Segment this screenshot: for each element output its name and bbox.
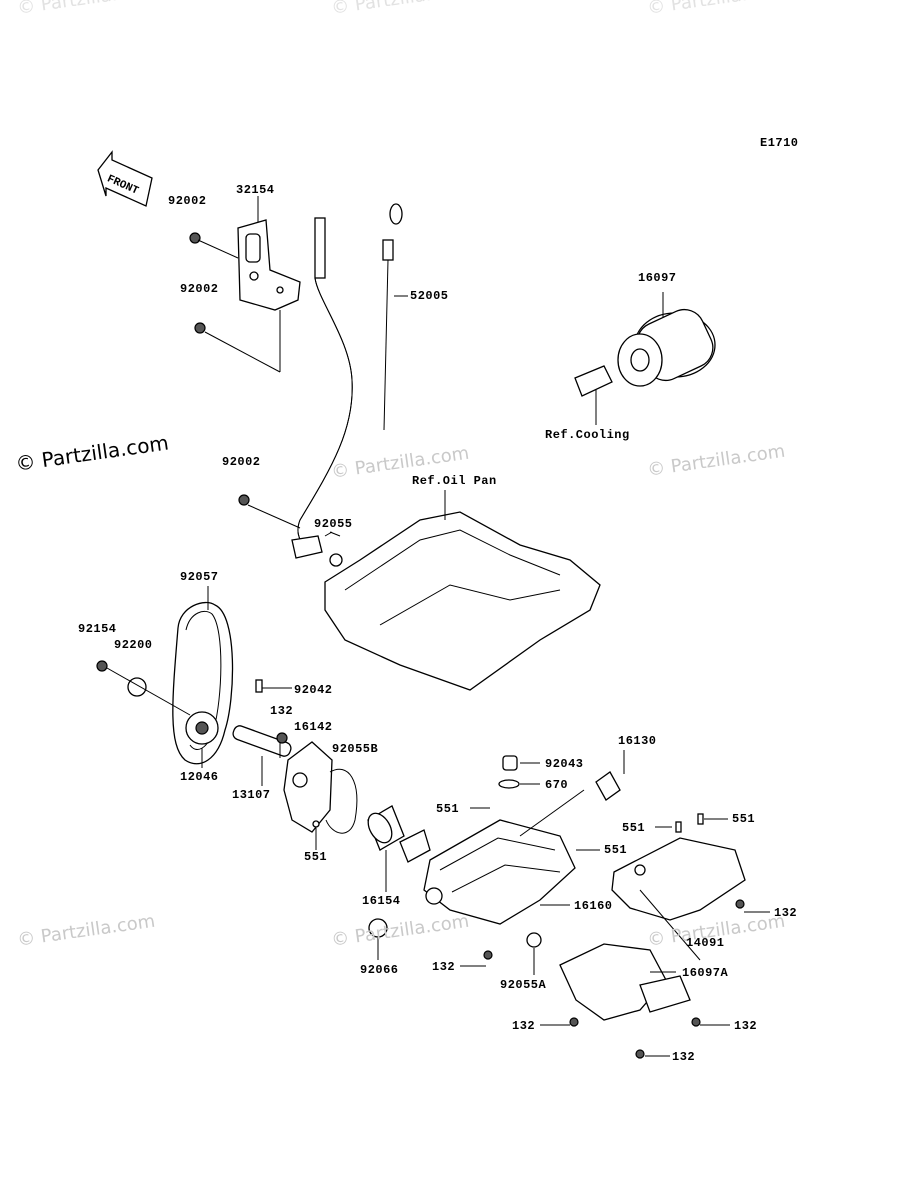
- ref-cooling-label: Ref.Cooling: [545, 428, 630, 442]
- part-label[interactable]: 14091: [686, 936, 725, 950]
- part-label[interactable]: 132: [774, 906, 798, 920]
- oil-pan-outline: [324, 490, 601, 691]
- part-label[interactable]: 132: [672, 1050, 696, 1064]
- oil-pump-assembly: [232, 679, 431, 938]
- ref-oil-pan-label: Ref.Oil Pan: [412, 474, 497, 488]
- part-label[interactable]: 52005: [410, 289, 449, 303]
- front-arrow-icon: FRONT: [97, 150, 153, 207]
- housing-16097a: [559, 943, 701, 1059]
- diagram-code: E1710: [760, 136, 799, 150]
- part-label[interactable]: 92055A: [500, 978, 547, 992]
- bolt-92002-icons: [189, 232, 301, 529]
- part-label[interactable]: 92154: [78, 622, 117, 636]
- part-label[interactable]: 551: [436, 802, 460, 816]
- part-label[interactable]: 92002: [180, 282, 219, 296]
- part-label[interactable]: 92002: [168, 194, 207, 208]
- dipstick-52005: [382, 203, 408, 431]
- part-label[interactable]: 92002: [222, 455, 261, 469]
- part-label[interactable]: 132: [512, 1019, 536, 1033]
- dipstick-tube: [291, 217, 353, 559]
- part-label[interactable]: 92057: [180, 570, 219, 584]
- part-label[interactable]: 12046: [180, 770, 219, 784]
- part-label[interactable]: 551: [622, 821, 646, 835]
- pump-body-16160: [423, 755, 621, 960]
- part-label[interactable]: 13107: [232, 788, 271, 802]
- part-label[interactable]: 92042: [294, 683, 333, 697]
- part-label[interactable]: 132: [734, 1019, 758, 1033]
- part-label[interactable]: 16154: [362, 894, 401, 908]
- part-label[interactable]: 132: [432, 960, 456, 974]
- part-label[interactable]: 32154: [236, 183, 275, 197]
- part-label[interactable]: 92043: [545, 757, 584, 771]
- part-label[interactable]: 551: [304, 850, 328, 864]
- bracket-32154: [237, 219, 301, 311]
- part-label[interactable]: 92055: [314, 517, 353, 531]
- part-label[interactable]: 92200: [114, 638, 153, 652]
- part-label[interactable]: 551: [604, 843, 628, 857]
- part-label[interactable]: 670: [545, 778, 569, 792]
- part-label[interactable]: 16130: [618, 734, 657, 748]
- part-label[interactable]: 16097A: [682, 966, 729, 980]
- leader-lines: [201, 196, 770, 1057]
- cover-14091: [611, 813, 746, 961]
- part-label[interactable]: 16160: [574, 899, 613, 913]
- oil-filter-16097: [574, 292, 716, 425]
- part-label[interactable]: 16097: [638, 271, 677, 285]
- part-label[interactable]: 92055B: [332, 742, 379, 756]
- part-label[interactable]: 92066: [360, 963, 399, 977]
- part-label[interactable]: 551: [732, 812, 756, 826]
- chain-92057: [96, 601, 234, 765]
- part-label[interactable]: 132: [270, 704, 294, 718]
- part-label[interactable]: 16142: [294, 720, 333, 734]
